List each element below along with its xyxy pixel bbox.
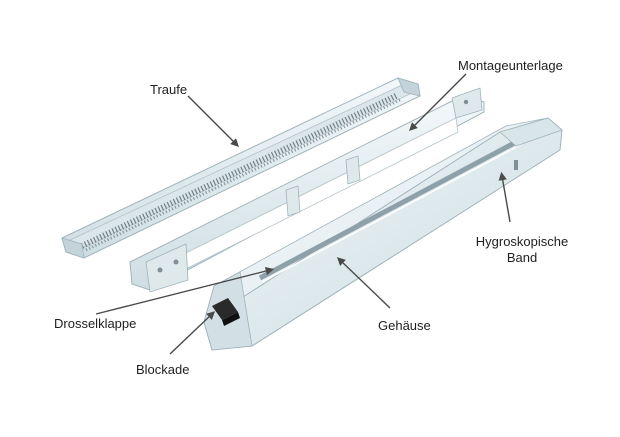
label-hygroskopische-line1: Hygroskopische [475,234,569,249]
label-traufe: Traufe [150,82,188,97]
leader-lines [95,73,511,355]
traufe-arrow [187,95,239,147]
damper-block [212,298,240,326]
montageunterlage-arrow [409,73,467,131]
label-montageunterlage: Montageunterlage [458,58,563,73]
label-blockade: Blockade [136,362,190,377]
montageunterlage-part [129,87,485,293]
traufe-part [61,77,421,259]
grille-slots [80,93,401,252]
gehaeuse-arrow [336,257,391,309]
drosselklappe-arrow [95,266,275,315]
hygroskopische-arrow [498,171,511,223]
label-hygroskopische-line2: Band [506,250,538,265]
blockade-arrow [169,311,216,355]
label-drosselklappe: Drosselklappe [54,316,137,331]
label-hygroskopische-band: Hygroskopische Band [470,234,574,266]
label-gehaeuse: Gehäuse [378,318,431,333]
